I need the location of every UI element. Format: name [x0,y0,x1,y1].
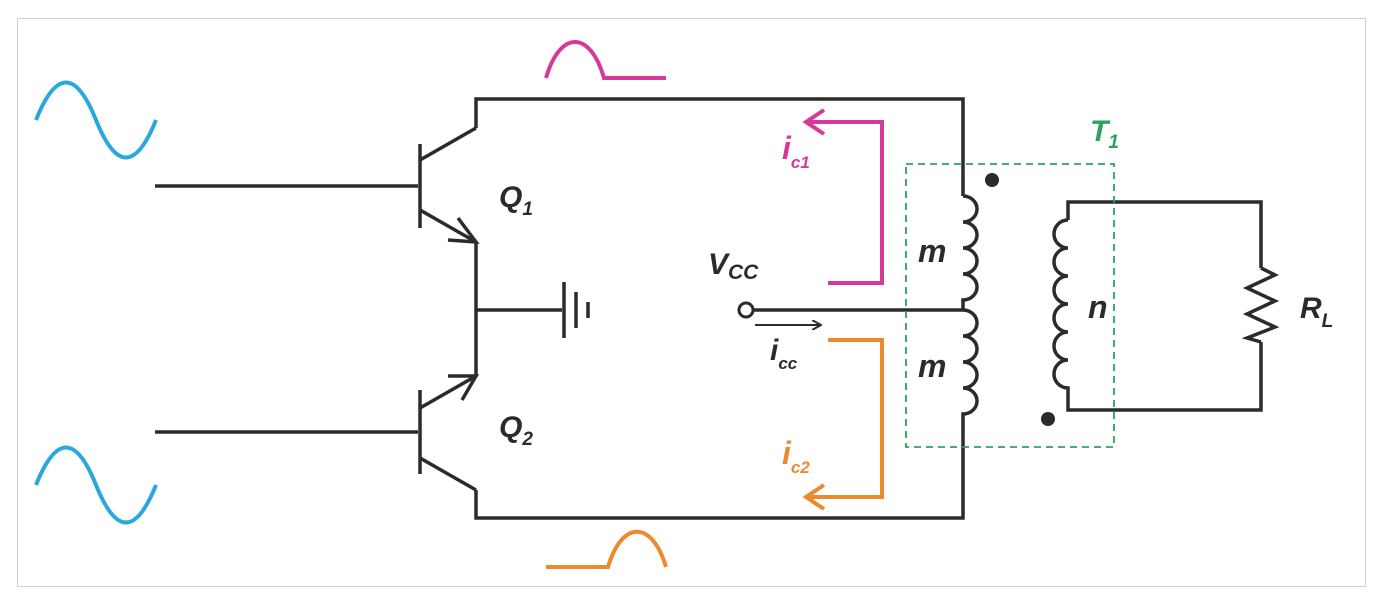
t1-label: T1 [1090,115,1119,153]
bottom-collector-rail [474,422,965,520]
m-top-label: m [918,233,946,269]
secondary-winding [1052,218,1070,392]
icc-label: icc [770,334,798,373]
q2-emitter-arrow [448,374,480,401]
ic1-arrowhead [802,108,826,136]
load-loop [1066,200,1263,268]
diagram-frame [17,18,1366,587]
primary-winding-top [961,194,979,310]
ic2-current-path [810,338,884,499]
n-label: n [1088,289,1108,325]
q2-collector [419,456,477,492]
rl-label: RL [1300,292,1333,332]
polarity-dot-secondary [1041,412,1055,426]
q1-collector [419,126,477,162]
q1-emitter [419,208,477,244]
q1-emitter-arrow [447,216,480,245]
vcc-terminal [737,301,755,319]
q2-label: Q2 [499,411,533,450]
primary-winding-bottom [961,308,979,422]
ic1-current-path [810,120,884,285]
q2-emitter [419,374,477,410]
transformer-boundary [905,163,1115,448]
ic2-label: ic2 [782,435,810,477]
load-resistor [1241,266,1280,344]
m-bottom-label: m [918,348,946,384]
ground-icon [562,282,590,338]
output-half-wave-bottom [546,529,668,569]
output-half-wave-top [544,40,666,80]
load-loop-bottom [1066,342,1263,412]
ic2-arrowhead [802,483,826,511]
vcc-label: VCC [708,248,759,284]
q1-label: Q1 [499,181,533,220]
input-wave-top [34,80,158,160]
polarity-dot-primary [985,173,999,187]
input-wave-bottom [34,445,158,525]
ic1-label: ic1 [782,130,810,172]
top-collector-rail [474,97,965,196]
